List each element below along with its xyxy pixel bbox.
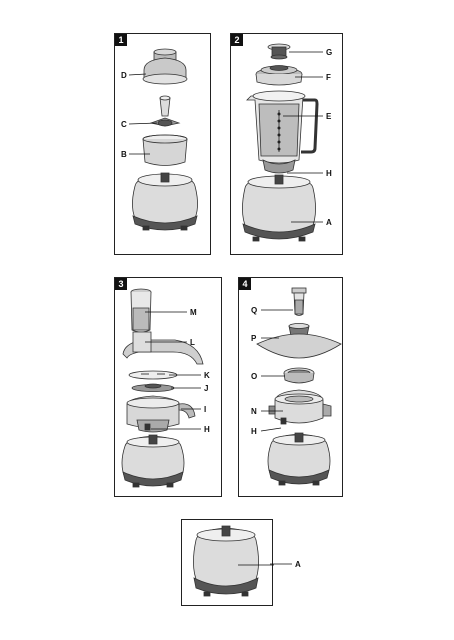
label-H: H [251, 427, 257, 436]
feeder-lid-L [122, 331, 204, 365]
jug-lid-F [255, 65, 303, 86]
label-M: M [190, 308, 197, 317]
panel-base [181, 519, 274, 606]
panel-4: 4 [238, 277, 343, 497]
juicer-lid-P [256, 323, 342, 359]
label-L: L [190, 338, 195, 347]
label-D: D [121, 71, 127, 80]
label-E: E [326, 112, 332, 121]
label-P: P [251, 334, 257, 343]
pusher-M [130, 288, 152, 333]
motor-base-A [242, 174, 316, 242]
panel-3-drawing: M L K J I H [121, 288, 210, 488]
disc-K [128, 370, 178, 380]
label-H: H [204, 425, 210, 434]
bowl-lid-D [142, 48, 188, 85]
label-O: O [251, 372, 257, 381]
slicer-bowl-I [126, 395, 196, 433]
panel-2-drawing: G F E H A [242, 43, 332, 242]
panel-number: 3 [115, 278, 127, 290]
measuring-cap-G [267, 43, 291, 60]
disc-holder-J [131, 383, 175, 392]
juicer-bowl-N [268, 389, 332, 425]
label-I: I [204, 405, 206, 414]
blender-jug-E [246, 90, 319, 174]
panel-1: 1 [114, 33, 211, 255]
panel-2: 2 [230, 33, 343, 255]
panel-3: 3 [114, 277, 222, 497]
label-K: K [204, 371, 210, 380]
label-A-standalone: A [270, 560, 301, 569]
motor-base [121, 434, 185, 488]
panel-base-drawing [193, 525, 274, 597]
panel-number: 2 [231, 34, 243, 46]
label-A: A [295, 560, 301, 569]
panel-number: 4 [239, 278, 251, 290]
motor-base [132, 172, 198, 231]
panel-number: 1 [115, 34, 127, 46]
label-Q: Q [251, 306, 257, 315]
label-J: J [204, 384, 208, 393]
label-N: N [251, 407, 257, 416]
label-A: A [326, 218, 332, 227]
label-B: B [121, 150, 127, 159]
motor-base [267, 432, 331, 486]
filter-O [283, 367, 315, 384]
motor-base-A [193, 525, 259, 597]
label-F: F [326, 73, 331, 82]
label-C: C [121, 120, 127, 129]
bowl-B [142, 134, 188, 166]
pusher-Q [291, 287, 307, 316]
panel-4-drawing: Q P O N H [251, 287, 342, 486]
label-G: G [326, 48, 332, 57]
blade-C [149, 95, 181, 127]
label-H: H [326, 169, 332, 178]
panel-1-drawing: D C B [121, 48, 198, 231]
